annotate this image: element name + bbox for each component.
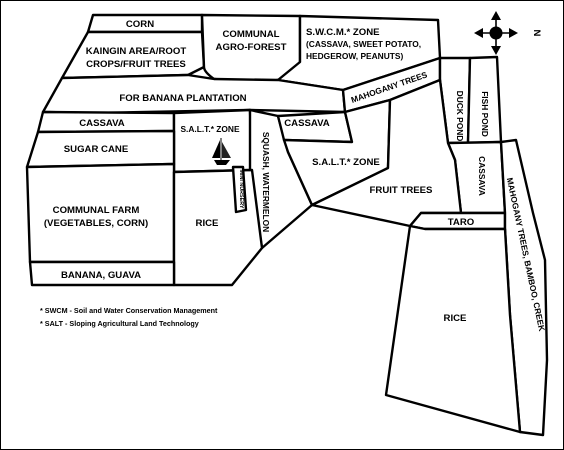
label-cassava-right: CASSAVA [477, 156, 487, 196]
label-sugar-cane: SUGAR CANE [64, 144, 129, 155]
label-communal-farm-line2: (VEGETABLES, CORN) [44, 218, 148, 229]
label-kaingin-line2: CROPS/FRUIT TREES [86, 59, 186, 70]
label-mini-nursery: MINI NURSERY [238, 169, 244, 208]
label-rice-left: RICE [196, 218, 220, 229]
label-squash-watermelon: SQUASH, WATERMELON [261, 132, 271, 232]
label-salt-mid: S.A.L.T.* ZONE [312, 157, 380, 168]
sailboat-icon [212, 138, 231, 165]
label-cassava-left: CASSAVA [79, 118, 125, 129]
parcel-salt-zone-left [172, 108, 254, 174]
note-salt: * SALT - Sloping Agricultural Land Techn… [40, 319, 199, 328]
parcel-mahogany-bamboo-creek [499, 138, 549, 437]
parcels [25, 13, 549, 437]
label-swcm-line2: (CASSAVA, SWEET POTATO, [306, 39, 421, 49]
parcel-kaingin [60, 30, 206, 80]
label-kaingin-line1: KAINGIN AREA/ROOT [86, 46, 187, 57]
label-rice-right: RICE [444, 313, 468, 324]
label-banana-plantation: FOR BANANA PLANTATION [119, 93, 246, 104]
compass-icon [474, 11, 518, 55]
label-salt-left: S.A.L.T.* ZONE [180, 124, 240, 134]
label-fish-pond: FISH POND [480, 91, 490, 137]
parcel-rice-right [384, 224, 522, 434]
label-corn: CORN [126, 19, 154, 30]
parcel-mini-nursery [231, 165, 248, 214]
label-swcm-line3: HEDGEROW, PEANUTS) [306, 51, 403, 61]
label-duck-pond: DUCK POND [455, 91, 465, 142]
label-swcm-line1: S.W.C.M.* ZONE [306, 27, 380, 38]
parcel-banana-guava [28, 260, 176, 287]
label-agro-line1: COMMUNAL [222, 29, 279, 40]
label-communal-farm-line1: COMMUNAL FARM [53, 205, 140, 216]
north-label: N [531, 30, 542, 37]
label-fruit-trees: FRUIT TREES [370, 185, 433, 196]
label-agro-line2: AGRO-FOREST [216, 42, 287, 53]
label-cassava-mid: CASSAVA [284, 118, 330, 129]
label-taro: TARO [448, 217, 475, 228]
label-banana-guava: BANANA, GUAVA [61, 270, 141, 281]
note-swcm: * SWCM - Soil and Water Conservation Man… [40, 306, 218, 315]
